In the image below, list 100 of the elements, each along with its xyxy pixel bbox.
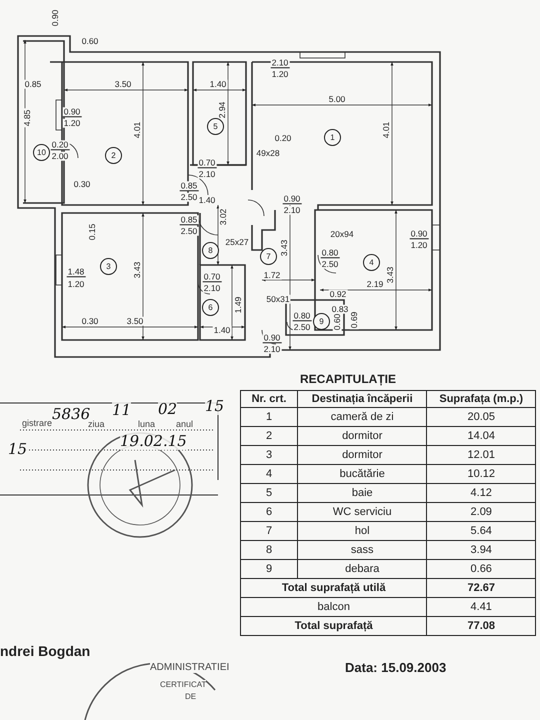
table-cell: WC serviciu <box>298 502 427 522</box>
table-cell: 8 <box>240 540 298 560</box>
dimension-label: 0.60 <box>332 312 342 332</box>
dimension-label: 0.60 <box>80 36 100 46</box>
room-number: 4 <box>363 254 380 271</box>
table-cell: bucătărie <box>298 464 427 484</box>
dimension-label: 0.90 <box>282 194 302 204</box>
dimension-label: 0.30 <box>80 316 100 326</box>
table-cell: 77.08 <box>426 616 536 636</box>
table-cell: baie <box>298 484 427 502</box>
table-cell: 9 <box>240 560 298 578</box>
table-cell: 6 <box>240 502 298 522</box>
table-cell: hol <box>298 522 427 540</box>
dimension-label: 0.85 <box>24 80 42 88</box>
table-cell: 20.05 <box>426 408 536 426</box>
table-cell: dormitor <box>298 426 427 446</box>
dimension-label: 0.30 <box>72 180 92 188</box>
dimension-label: 1.20 <box>270 70 290 78</box>
handwritten-text: 15 <box>205 397 224 415</box>
table-cell: 2.09 <box>426 502 536 522</box>
stamp-text: CERTIFICAT <box>160 680 206 689</box>
form-label: luna <box>138 419 156 429</box>
room-number: 8 <box>202 242 219 259</box>
form-label: anul <box>176 419 194 429</box>
dimension-label: 1.48 <box>66 267 86 277</box>
table-cell: balcon <box>240 598 427 616</box>
table-cell: debara <box>298 560 427 578</box>
stamp-text: DE <box>185 692 196 701</box>
table-cell: 4 <box>240 464 298 484</box>
dimension-label: 5.00 <box>328 94 346 104</box>
room-number: 6 <box>202 299 219 316</box>
dimension-label: 49x28 <box>255 148 281 158</box>
table-title: RECAPITULAȚIE <box>300 372 396 386</box>
stamp-text: ADMINISTRATIEI <box>150 662 230 673</box>
dimension-label: 3.02 <box>218 208 228 226</box>
table-cell: 7 <box>240 522 298 540</box>
dimension-label: 0.70 <box>202 272 222 282</box>
room-number: 2 <box>105 147 122 164</box>
dimension-label: 0.90 <box>262 333 282 343</box>
dimension-label: 3.50 <box>114 80 132 88</box>
table-cell: 1 <box>240 408 298 426</box>
dimension-label: 2.00 <box>50 152 70 160</box>
dimension-label: 4.01 <box>132 120 142 140</box>
dimension-label: 0.15 <box>88 222 96 242</box>
room-number: 10 <box>33 144 50 161</box>
dimension-label: 1.49 <box>234 296 242 314</box>
dimension-label: 2.10 <box>198 170 216 178</box>
room-number: 1 <box>324 129 341 146</box>
table-cell: 10.12 <box>426 464 536 484</box>
dimension-label: 2.19 <box>366 280 384 288</box>
room-number: 9 <box>313 313 330 330</box>
table-cell: 3.94 <box>426 540 536 560</box>
dimension-label: 25x27 <box>224 238 250 246</box>
dimension-label: 0.20 <box>50 140 70 150</box>
dimension-label: 0.83 <box>330 304 350 314</box>
dimension-label: 2.10 <box>270 58 290 68</box>
table-cell: Total suprafață <box>240 616 427 636</box>
table-cell: 72.67 <box>426 578 536 598</box>
table-cell: 14.04 <box>426 426 536 446</box>
dimension-label: 0.69 <box>350 310 358 330</box>
dimension-label: 0.80 <box>292 311 312 321</box>
table-cell: cameră de zi <box>298 408 427 426</box>
dimension-label: 0.80 <box>320 248 340 258</box>
dimension-label: 0.85 <box>180 181 198 191</box>
table-cell: dormitor <box>298 446 427 464</box>
dimension-label: 0.92 <box>328 290 348 298</box>
table-cell: 4.41 <box>426 598 536 616</box>
dimension-label: 3.43 <box>386 266 394 284</box>
dimension-label: 1.20 <box>66 280 86 288</box>
room-number: 5 <box>207 118 224 135</box>
date-text: Data: 15.09.2003 <box>345 660 446 675</box>
dimension-label: 1.40 <box>198 196 216 204</box>
handwritten-text: 19.02.15 <box>120 432 187 450</box>
table-cell: 0.66 <box>426 560 536 578</box>
table-cell: 2 <box>240 426 298 446</box>
dimension-label: 0.90 <box>62 107 82 117</box>
dimension-label: 2.10 <box>282 206 302 214</box>
dimension-label: 2.10 <box>202 284 222 292</box>
table-cell: Destinația încăperii <box>298 390 427 408</box>
dimension-label: 4.85 <box>22 108 32 128</box>
dimension-label: 0.90 <box>50 8 60 28</box>
dimension-label: 1.20 <box>410 240 428 250</box>
table-cell: 3 <box>240 446 298 464</box>
dimension-label: 2.94 <box>218 100 226 120</box>
form-label: gistrare <box>22 418 52 428</box>
room-number: 3 <box>100 258 117 275</box>
name-text: ndrei Bogdan <box>0 643 90 659</box>
dimension-label: 2.10 <box>262 344 282 354</box>
dimension-label: 50x31 <box>265 294 291 304</box>
dimension-label: 3.43 <box>280 238 288 258</box>
table-cell: 5 <box>240 484 298 502</box>
dimension-label: 2.50 <box>180 192 198 202</box>
table-cell: Suprafața (m.p.) <box>426 390 536 408</box>
dimension-label: 1.72 <box>262 270 282 280</box>
dimension-label: 1.40 <box>208 80 228 88</box>
dimension-label: 3.50 <box>126 316 144 326</box>
dimension-label: 2.50 <box>180 226 198 236</box>
form-label: ziua <box>88 419 105 429</box>
table-cell: Nr. crt. <box>240 390 298 408</box>
table-cell: sass <box>298 540 427 560</box>
